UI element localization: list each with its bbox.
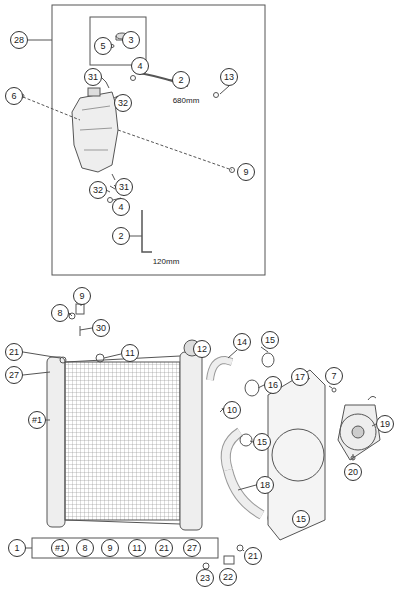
callout-number: 6 xyxy=(5,87,23,105)
callout-number: 23 xyxy=(196,569,214,587)
callout-number: 4 xyxy=(112,198,130,216)
callout-number: 14 xyxy=(233,333,251,351)
callout-number: 16 xyxy=(264,376,282,394)
callout-number: 11 xyxy=(121,344,139,362)
callout-number: 31 xyxy=(84,68,102,86)
dimension-label: 120mm xyxy=(152,257,181,267)
callout-number: 8 xyxy=(76,539,94,557)
callout-number: #1 xyxy=(51,539,69,557)
callout-number: 15 xyxy=(292,510,310,528)
callout-number: #1 xyxy=(28,411,46,429)
callout-number: 19 xyxy=(376,415,394,433)
callout-number: 21 xyxy=(244,547,262,565)
callout-number: 4 xyxy=(131,57,149,75)
callout-number: 27 xyxy=(183,539,201,557)
callout-number: 10 xyxy=(223,401,241,419)
callout-number: 27 xyxy=(5,366,23,384)
dimension-label: 680mm xyxy=(172,96,201,106)
callout-number: 31 xyxy=(115,178,133,196)
callout-number: 18 xyxy=(256,476,274,494)
callout-number: 21 xyxy=(155,539,173,557)
callout-number: 1 xyxy=(8,539,26,557)
callout-number: 7 xyxy=(325,367,343,385)
callout-number: 9 xyxy=(101,539,119,557)
callout-number: 22 xyxy=(219,568,237,586)
callout-number: 3 xyxy=(122,31,140,49)
callout-number: 15 xyxy=(261,331,279,349)
callout-number: 12 xyxy=(193,340,211,358)
callout-number: 28 xyxy=(10,31,28,49)
callout-number: 32 xyxy=(89,181,107,199)
callout-number: 17 xyxy=(291,368,309,386)
callout-number: 2 xyxy=(172,71,190,89)
callout-number: 2 xyxy=(112,227,130,245)
callout-number: 9 xyxy=(73,287,91,305)
callout-number: 5 xyxy=(94,37,112,55)
callout-number: 30 xyxy=(92,319,110,337)
callout-number: 20 xyxy=(344,463,362,481)
callout-number: 11 xyxy=(128,539,146,557)
callout-number: 9 xyxy=(237,163,255,181)
callout-number: 8 xyxy=(51,304,69,322)
callout-number: 21 xyxy=(5,343,23,361)
callout-number: 32 xyxy=(114,94,132,112)
callout-number: 15 xyxy=(253,433,271,451)
callout-number: 13 xyxy=(220,68,238,86)
